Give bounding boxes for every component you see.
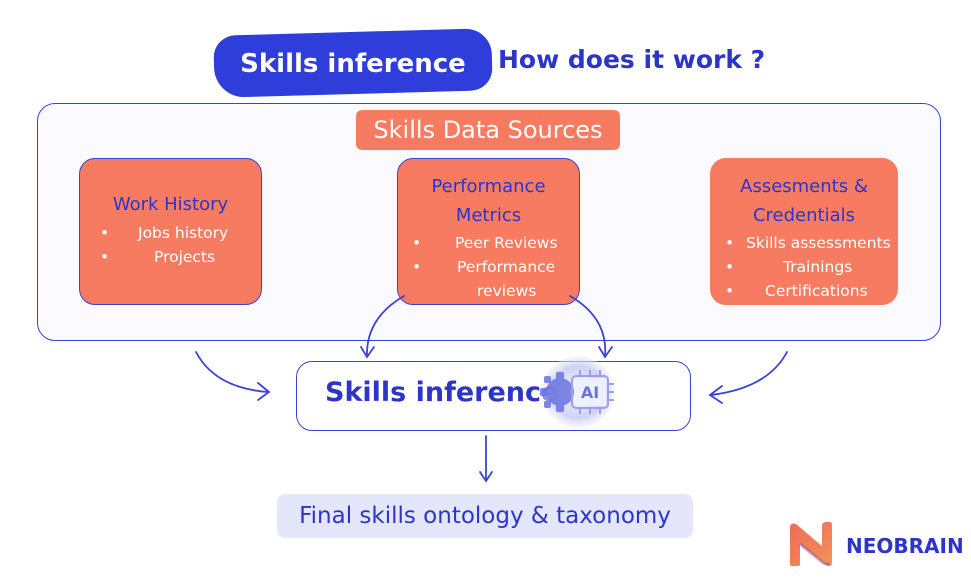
sources-title: Skills Data Sources (356, 110, 620, 150)
bullet-dot-icon: • (725, 258, 735, 276)
bullet-item: •Jobs history (100, 221, 228, 245)
arrow-perf-left (366, 295, 405, 357)
card-title-line: Credentials (752, 205, 856, 226)
final-box (277, 494, 693, 538)
inference-label: Skills inference (325, 377, 560, 408)
neobrain-n-logo (790, 522, 832, 566)
arrow-right-to-inference (710, 351, 788, 396)
card-title-line: Assesments & (740, 176, 868, 197)
bullet-dot-icon: • (100, 224, 110, 242)
bullet-item-continuation: reviews (477, 282, 537, 300)
arrow-perf-right (569, 295, 607, 357)
card-performance-metrics: Performance Metrics •Peer Reviews •Perfo… (397, 158, 580, 305)
ai-chip-icon: AI (540, 356, 614, 428)
card-title-line: Metrics (455, 205, 522, 226)
final-label: Final skills ontology & taxonomy (299, 503, 671, 529)
arrow-right-head (708, 385, 723, 404)
arrow-down-head (479, 471, 493, 483)
bullet-item: •Trainings (725, 255, 852, 279)
ai-chip-label: AI (581, 383, 599, 402)
arrow-perf-right-head (598, 346, 613, 359)
bullet-item: •Skills assessments (725, 231, 891, 255)
card-title-line: Performance (431, 176, 546, 197)
bullet-item: •Performance (412, 255, 555, 279)
bullet-item: •Projects (100, 245, 215, 269)
header-question: How does it work ? (498, 45, 766, 74)
card-assessments-credentials: Assesments & Credentials •Skills assessm… (710, 158, 898, 305)
arrow-perf-left-head (360, 346, 375, 359)
card-title: Work History (112, 194, 229, 215)
card-work-history: Work History •Jobs history •Projects (79, 158, 262, 305)
bullet-dot-icon: • (725, 282, 735, 300)
brand-name: NEOBRAIN (846, 534, 964, 558)
bullet-dot-icon: • (100, 248, 110, 266)
bullet-dot-icon: • (412, 234, 422, 252)
inference-box (296, 361, 691, 431)
bullet-dot-icon: • (412, 258, 422, 276)
arrow-left-head (257, 382, 271, 401)
header-pill-label: Skills inference (240, 49, 466, 79)
bullet-item: •Certifications (725, 279, 868, 303)
arrow-left-to-inference (195, 351, 269, 393)
bullet-item: •Peer Reviews (412, 231, 558, 255)
bullet-dot-icon: • (725, 234, 735, 252)
